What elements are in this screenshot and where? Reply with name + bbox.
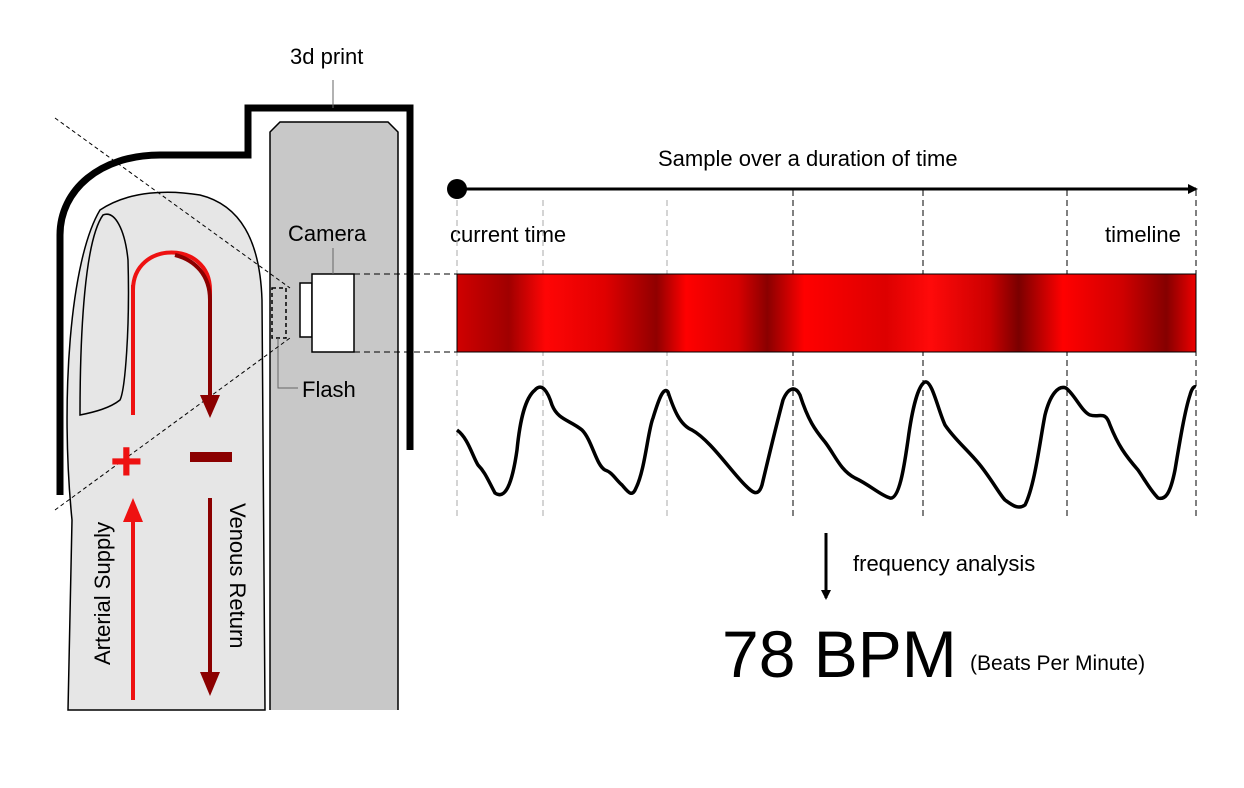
flash-label: Flash: [302, 377, 356, 402]
camera-module: [311, 273, 355, 353]
camera-lens: [299, 282, 313, 338]
ppg-waveform: [455, 380, 1197, 509]
arterial-supply-label: Arterial Supply: [90, 522, 115, 665]
bpm-value: 78 BPM: [722, 617, 957, 691]
minus-sign: [190, 452, 232, 462]
venous-return-label: Venous Return: [225, 503, 250, 649]
fingernail: [79, 213, 130, 416]
view-line-upper: [54, 117, 291, 289]
print-label: 3d print: [290, 44, 363, 69]
flash-leader: [277, 338, 298, 389]
3d-print-clip: [56, 104, 414, 495]
flash: [271, 287, 287, 339]
timeline-label: timeline: [1105, 222, 1181, 247]
color-sample-bar: [456, 273, 1197, 353]
current-time-label: current time: [450, 222, 566, 247]
sample-dividers: [456, 190, 1197, 520]
venous-arrowhead-upper: [200, 395, 220, 418]
bpm-unit-label: (Beats Per Minute): [970, 652, 1145, 675]
camera-label: Camera: [288, 221, 367, 246]
plus-sign: +: [110, 429, 143, 492]
frequency-analysis-label: frequency analysis: [853, 551, 1035, 576]
phone-body: [269, 121, 399, 710]
arterial-flow-arrow: [131, 250, 212, 415]
sample-duration-label: Sample over a duration of time: [658, 146, 958, 171]
